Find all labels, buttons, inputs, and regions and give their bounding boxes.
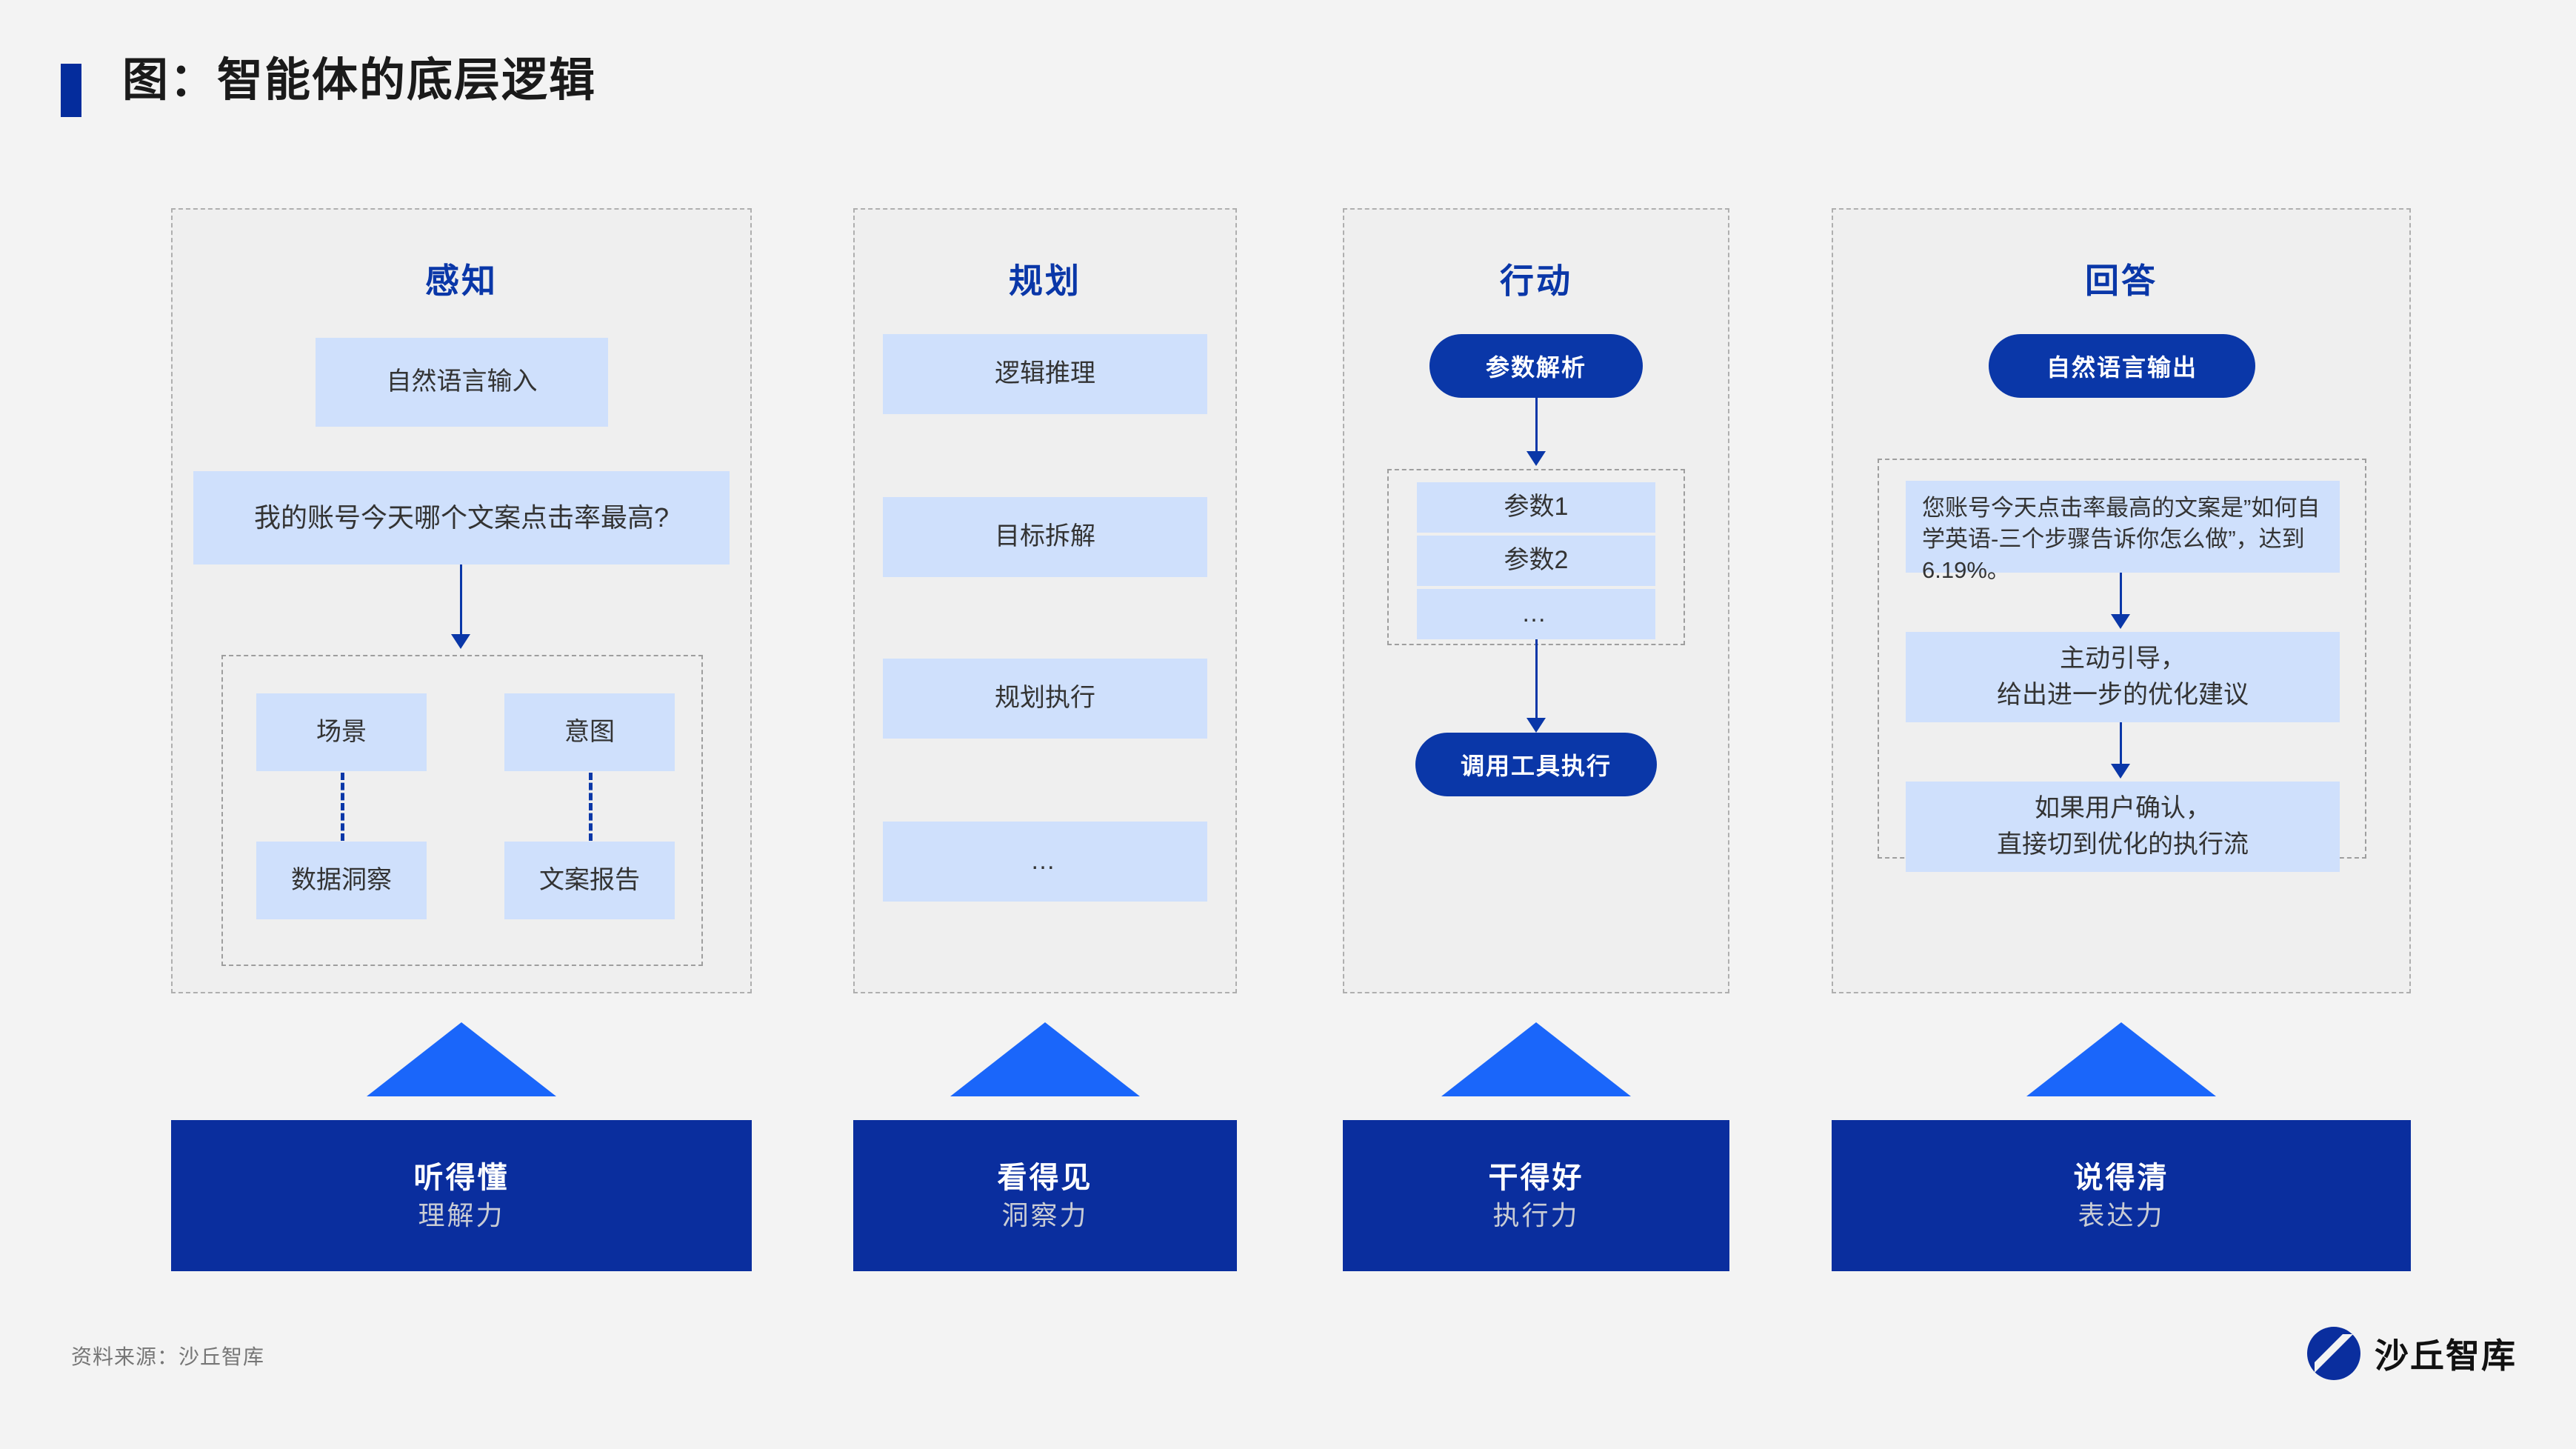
triangle-action xyxy=(1441,1022,1631,1096)
footer-main-action: 干得好 xyxy=(1488,1161,1584,1194)
intent-box[interactable]: 意图 xyxy=(504,693,675,771)
perception-title: 感知 xyxy=(425,262,498,300)
natural-language-output-pill[interactable]: 自然语言输出 xyxy=(1989,334,2255,398)
footer-sub-answer: 表达力 xyxy=(2078,1199,2165,1230)
user-query-box[interactable]: 我的账号今天哪个文案点击率最高? xyxy=(193,471,730,564)
column-planning: 规划 逻辑推理 目标拆解 规划执行 … xyxy=(853,208,1237,993)
planning-item-1[interactable]: 目标拆解 xyxy=(883,497,1207,577)
param-box-1[interactable]: 参数2 xyxy=(1417,536,1655,586)
footer-main-perception: 听得懂 xyxy=(413,1161,510,1194)
footer-box-answer[interactable]: 说得清 表达力 xyxy=(1832,1120,2411,1271)
brand-logo-text: 沙丘智库 xyxy=(2375,1336,2517,1375)
answer-arrow-head-2 xyxy=(2111,764,2130,779)
perception-arrow-head xyxy=(451,634,470,649)
footer-box-planning[interactable]: 看得见 洞察力 xyxy=(853,1120,1237,1271)
answer-result-box[interactable]: 您账号今天点击率最高的文案是”如何自学英语-三个步骤告诉你怎么做”，达到6.19… xyxy=(1906,481,2340,583)
title-accent-bar xyxy=(61,64,81,117)
footer-sub-action: 执行力 xyxy=(1492,1199,1580,1230)
invoke-tool-pill[interactable]: 调用工具执行 xyxy=(1415,733,1657,796)
answer-arrow-head-1 xyxy=(2111,614,2130,629)
page-header: 图：智能体的底层逻辑 xyxy=(0,0,2576,148)
column-action: 行动 参数解析 参数1 参数2 … 调用工具执行 xyxy=(1343,208,1729,993)
answer-title: 回答 xyxy=(2085,262,2158,300)
triangle-planning xyxy=(950,1022,1140,1096)
answer-confirm-box[interactable]: 如果用户确认， 直接切到优化的执行流 xyxy=(1906,782,2340,872)
planning-item-3[interactable]: … xyxy=(883,822,1207,902)
footer-box-perception[interactable]: 听得懂 理解力 xyxy=(171,1120,752,1271)
intent-connector xyxy=(589,773,593,841)
parameter-parse-pill[interactable]: 参数解析 xyxy=(1429,334,1643,398)
triangle-answer xyxy=(2026,1022,2216,1096)
planning-item-0[interactable]: 逻辑推理 xyxy=(883,334,1207,414)
footer-main-planning: 看得见 xyxy=(997,1161,1093,1194)
footer-main-answer: 说得清 xyxy=(2073,1161,2169,1194)
source-note: 资料来源：沙丘智库 xyxy=(71,1345,265,1368)
action-arrow-line-top xyxy=(1535,398,1538,456)
footer-box-action[interactable]: 干得好 执行力 xyxy=(1343,1120,1729,1271)
action-arrow-line-bottom xyxy=(1535,639,1538,722)
param-box-0[interactable]: 参数1 xyxy=(1417,482,1655,533)
action-arrow-head-top xyxy=(1526,451,1546,466)
footer-sub-perception: 理解力 xyxy=(418,1199,505,1230)
action-arrow-head-bottom xyxy=(1526,718,1546,733)
data-insight-box[interactable]: 数据洞察 xyxy=(256,842,427,919)
perception-inner-container xyxy=(221,655,703,966)
scene-box[interactable]: 场景 xyxy=(256,693,427,771)
planning-title: 规划 xyxy=(1009,262,1081,300)
answer-arrow-line-1 xyxy=(2120,573,2122,619)
column-perception: 感知 自然语言输入 我的账号今天哪个文案点击率最高? 场景 意图 数据洞察 文案… xyxy=(171,208,752,993)
triangle-perception xyxy=(367,1022,556,1096)
planning-item-2[interactable]: 规划执行 xyxy=(883,659,1207,739)
natural-language-input-box[interactable]: 自然语言输入 xyxy=(316,338,608,427)
scene-connector xyxy=(341,773,344,841)
column-answer: 回答 自然语言输出 您账号今天点击率最高的文案是”如何自学英语-三个步骤告诉你怎… xyxy=(1832,208,2411,993)
sandhill-s-mark-icon xyxy=(2306,1326,2361,1381)
footer-sub-planning: 洞察力 xyxy=(1001,1199,1089,1230)
answer-arrow-line-2 xyxy=(2120,722,2122,768)
copy-report-box[interactable]: 文案报告 xyxy=(504,842,675,919)
brand-logo: 沙丘智库 xyxy=(2306,1326,2517,1381)
page-title: 图：智能体的底层逻辑 xyxy=(122,55,597,106)
action-title: 行动 xyxy=(1500,262,1572,300)
param-box-2[interactable]: … xyxy=(1417,589,1655,639)
answer-guidance-box[interactable]: 主动引导， 给出进一步的优化建议 xyxy=(1906,632,2340,722)
perception-arrow-line xyxy=(460,564,462,639)
